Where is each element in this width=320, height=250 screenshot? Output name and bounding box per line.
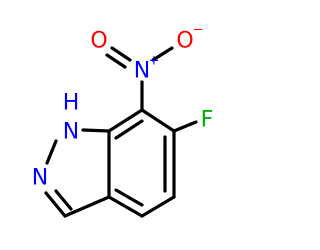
bond-c7a-n1	[81, 128, 111, 133]
nitro-oxygen-left-label: O	[90, 29, 107, 54]
nitro-oxygen-charge: −	[193, 23, 204, 38]
bond-n1-n2	[45, 139, 58, 165]
ring-nitrogen-1-hydrogen-label: H	[63, 91, 80, 116]
fluorine-label: F	[201, 108, 214, 133]
bond-c6-f	[172, 120, 198, 133]
bond-n-o1	[110, 46, 132, 62]
bond-n-o1-inner	[105, 53, 127, 69]
nitro-oxygen-right-label: O	[176, 29, 193, 54]
bonds	[44, 46, 198, 218]
nitro-nitrogen-charge: +	[149, 54, 160, 69]
bond-n-o2	[151, 46, 174, 62]
bond-c7a-c7-inner	[114, 119, 144, 140]
bond-c4-c3a-inner	[114, 188, 144, 207]
bond-n2-c3	[44, 191, 67, 218]
atom-labels: N + O O − N H N F	[32, 23, 214, 191]
bond-c3-c3a	[63, 195, 111, 218]
ring-nitrogen-1-label: N	[63, 120, 79, 145]
nitro-nitrogen-label: N	[134, 59, 150, 84]
bond-c7-c6	[140, 108, 176, 133]
bond-n2-c3-inner	[54, 189, 73, 211]
bond-c5-c4	[140, 195, 176, 218]
bond-c4-c3a	[107, 195, 144, 218]
ring-nitrogen-2-label: N	[32, 166, 48, 191]
structure-canvas: N + O O − N H N F	[32, 23, 214, 218]
bond-c7a-c7	[107, 108, 144, 133]
